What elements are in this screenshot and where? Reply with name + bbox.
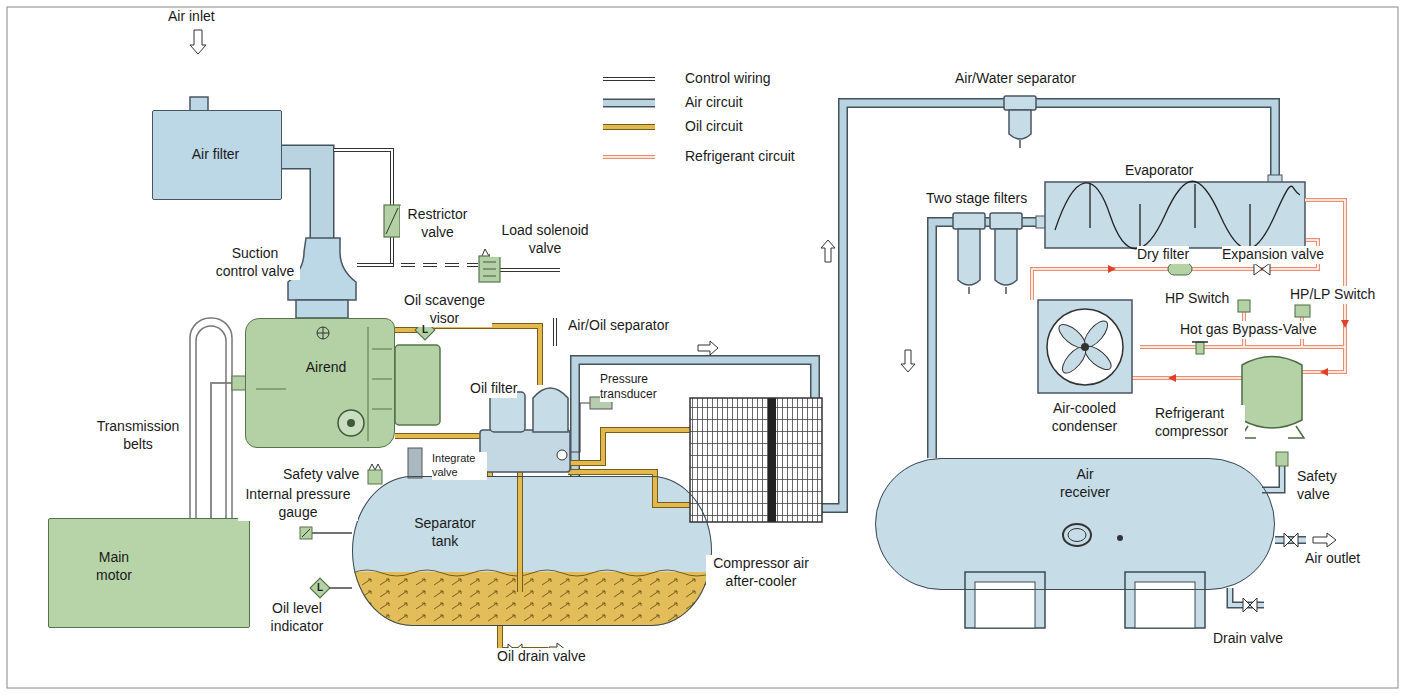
air-receiver-tank: Air receiver bbox=[875, 458, 1275, 590]
air-pipe bbox=[575, 103, 1275, 508]
pressure-transducer bbox=[570, 397, 612, 452]
flow-arrow bbox=[190, 30, 1336, 547]
after-cooler bbox=[690, 398, 822, 522]
pipe-outline bbox=[575, 103, 1275, 508]
node-label: Air filter bbox=[153, 146, 278, 164]
node-label: Main motor bbox=[89, 549, 139, 584]
part-label: Hot gas Bypass-Valve bbox=[1180, 321, 1317, 339]
airend-detail bbox=[246, 319, 396, 449]
part-label: Transmission belts bbox=[88, 418, 188, 453]
symbol-letter: L bbox=[314, 581, 326, 594]
part-label: Suction control valve bbox=[210, 245, 300, 280]
part-label: Air inlet bbox=[168, 8, 215, 26]
receiver-fittings bbox=[1230, 452, 1306, 612]
refrigerant-components bbox=[1168, 263, 1310, 354]
legend-label: Air circuit bbox=[685, 94, 743, 112]
part-label: Two stage filters bbox=[926, 190, 1027, 208]
separator-tank: Separator tank bbox=[352, 476, 712, 626]
part-label: Air/Water separator bbox=[955, 70, 1076, 88]
part-label: Safety valve bbox=[1297, 468, 1352, 503]
main-motor-box: Main motor bbox=[48, 518, 250, 628]
air-cooled-condenser bbox=[1038, 300, 1132, 393]
legend-swatch bbox=[603, 79, 655, 80]
part-label: Safety valve bbox=[283, 466, 359, 484]
legend-swatch bbox=[603, 157, 655, 158]
symbol-letter: L bbox=[419, 323, 431, 336]
part-label: Air outlet bbox=[1305, 550, 1360, 568]
part-label: Oil drain valve bbox=[497, 648, 586, 666]
airend-housing bbox=[395, 345, 440, 425]
part-label: Dry filter bbox=[1137, 246, 1189, 264]
part-label: Air/Oil separator bbox=[568, 317, 669, 335]
node-label: Air receiver bbox=[1055, 466, 1115, 501]
restrictor-valve bbox=[384, 205, 400, 237]
legend-swatch bbox=[603, 127, 655, 128]
legend-label: Refrigerant circuit bbox=[685, 148, 795, 166]
legend-label: Oil circuit bbox=[685, 118, 743, 136]
part-label: Integrate valve bbox=[432, 452, 487, 480]
airend-shaft bbox=[232, 376, 246, 390]
part-label: Pressure transducer bbox=[600, 372, 675, 402]
node-label: Separator tank bbox=[405, 515, 485, 550]
node-label: Airend bbox=[296, 359, 356, 377]
air-filter-inlet bbox=[190, 97, 208, 111]
level-gauge-link bbox=[329, 587, 352, 589]
airend-block: Airend bbox=[245, 318, 395, 448]
air-filter-box: Air filter bbox=[152, 110, 282, 200]
part-label: Load solenoid valve bbox=[490, 222, 600, 257]
safety-valve bbox=[368, 464, 382, 484]
part-label: Restrictor valve bbox=[400, 206, 475, 241]
part-label: Oil scavenge visor bbox=[397, 292, 492, 327]
air-water-separator bbox=[1004, 96, 1036, 148]
air-receiver-body bbox=[875, 458, 1275, 628]
refrigerant-flow-arrow bbox=[1108, 265, 1349, 382]
oil-lines bbox=[395, 326, 692, 650]
part-label: Expansion valve bbox=[1222, 246, 1324, 264]
legend-label: Control wiring bbox=[685, 70, 771, 88]
part-label: Oil filter bbox=[470, 380, 517, 398]
part-label: Refrigerant compressor bbox=[1155, 405, 1245, 440]
refrigerant-compressor bbox=[1240, 357, 1304, 439]
two-stage-filter bbox=[953, 213, 1022, 294]
pressure-gauge bbox=[300, 527, 352, 539]
part-label: HP/LP Switch bbox=[1290, 286, 1375, 304]
part-label: Oil level indicator bbox=[262, 600, 332, 635]
frame bbox=[7, 7, 1398, 688]
part-label: Drain valve bbox=[1213, 630, 1283, 648]
part-label: HP Switch bbox=[1165, 290, 1229, 308]
part-label: Internal pressure gauge bbox=[238, 486, 358, 521]
legend-swatch bbox=[603, 103, 655, 104]
evaporator bbox=[1036, 175, 1305, 249]
part-label: Evaporator bbox=[1125, 162, 1193, 180]
part-label: Air-cooled condenser bbox=[1042, 400, 1127, 435]
part-label: Compressor air after-cooler bbox=[706, 555, 816, 590]
